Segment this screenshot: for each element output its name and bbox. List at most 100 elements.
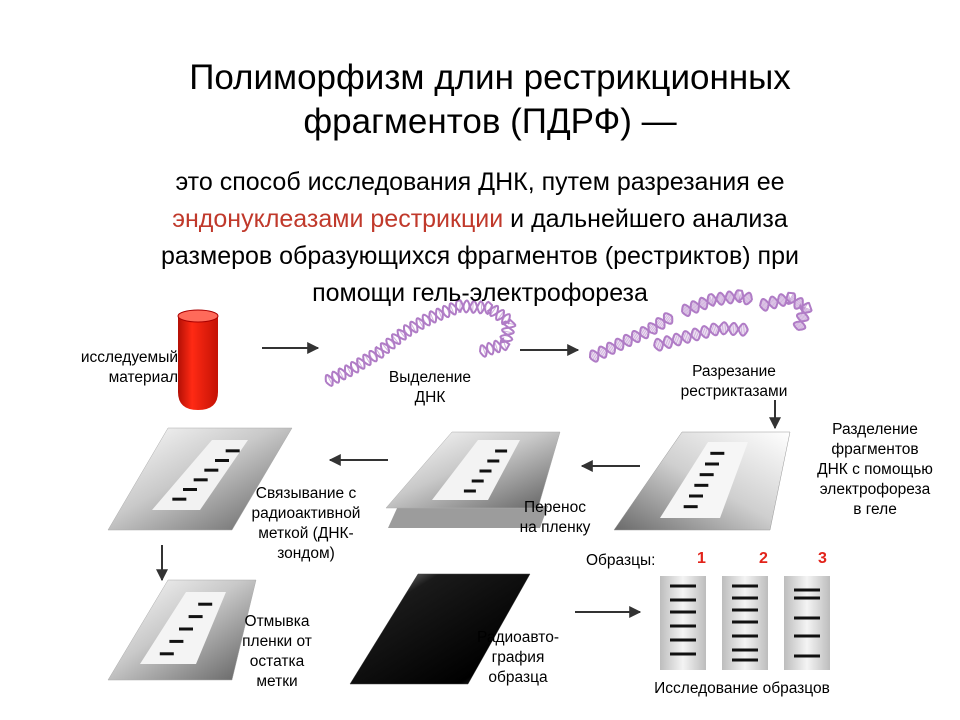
definition-line-3: размеров образующихся фрагментов (рестри… xyxy=(161,242,799,270)
label-material: исследуемый материал xyxy=(80,349,178,386)
dna-rung xyxy=(727,292,730,303)
dna-rung xyxy=(729,291,733,304)
definition-text: это способ исследования ДНК, путем разре… xyxy=(40,164,920,312)
dna-rung xyxy=(742,323,745,336)
dna-rung xyxy=(711,324,715,336)
dna-rung xyxy=(685,304,691,315)
dna-rung xyxy=(779,294,784,306)
dna-rung xyxy=(364,354,371,365)
dna-rung xyxy=(732,322,735,335)
dna-rung xyxy=(719,292,723,305)
dna-rung xyxy=(338,368,345,380)
dna-rung xyxy=(449,303,455,315)
dna-rung xyxy=(606,343,613,354)
dna-rung xyxy=(626,334,632,345)
slide-title: Полиморфизм длин рестрикционных фрагмент… xyxy=(60,56,920,144)
dna-rung xyxy=(740,324,743,335)
dna-rung xyxy=(673,334,678,346)
dna-rung xyxy=(723,322,725,335)
dna-rung xyxy=(381,342,390,353)
dna-rung xyxy=(664,337,669,348)
autoradiography-film-icon xyxy=(349,573,531,685)
sample-number-3: 3 xyxy=(818,550,827,567)
sample-lane-1 xyxy=(660,576,706,670)
dna-fragment-strand-b xyxy=(653,322,749,350)
samples-label: Образцы: xyxy=(586,552,656,569)
dna-rung xyxy=(721,322,724,334)
dna-rung xyxy=(655,319,663,329)
dna-strand-b xyxy=(324,299,515,384)
dna-rung xyxy=(599,346,606,358)
dna-rung xyxy=(618,338,624,349)
dna-rung xyxy=(683,332,687,343)
dna-rung xyxy=(601,346,607,357)
dna-rung xyxy=(667,336,672,347)
dna-rung xyxy=(772,296,777,308)
dna-rung xyxy=(664,313,672,324)
dna-rung xyxy=(761,299,766,311)
label-washing: Отмывка пленки от остатка метки xyxy=(242,613,312,690)
dna-rung xyxy=(795,322,806,327)
radioactive-probe-membrane-icon xyxy=(107,427,293,531)
dna-rung xyxy=(398,329,407,339)
dna-rung xyxy=(745,292,750,305)
dna-rung xyxy=(640,328,646,339)
dna-rung xyxy=(641,326,648,339)
dna-rung xyxy=(643,327,649,337)
dna-rung xyxy=(793,324,805,329)
dna-rung xyxy=(707,295,713,306)
dna-rung xyxy=(701,327,706,338)
dna-rung xyxy=(744,292,749,304)
title-line-2: фрагментов (ПДРФ) — xyxy=(303,102,677,141)
dna-rung xyxy=(684,331,689,343)
dna-rung xyxy=(391,334,400,345)
dna-rung xyxy=(631,332,638,343)
dna-rung xyxy=(633,330,639,343)
dna-rung xyxy=(693,328,698,341)
dna-fragments-icon xyxy=(589,289,813,363)
dna-rung xyxy=(690,302,696,313)
dna-rung xyxy=(693,301,699,313)
dna-helix-icon xyxy=(324,299,517,388)
dna-rung xyxy=(326,374,333,386)
dna-rung xyxy=(624,334,631,347)
dna-rung xyxy=(607,342,614,354)
dna-rung xyxy=(702,297,708,308)
dna-rung xyxy=(656,338,661,351)
dna-rung xyxy=(795,298,803,309)
dna-rung xyxy=(769,297,774,309)
dna-rung xyxy=(459,300,461,312)
title-line-1: Полиморфизм длин рестрикционных xyxy=(189,58,791,97)
sample-lanes xyxy=(660,576,830,670)
dna-rung xyxy=(700,297,707,310)
dna-rung xyxy=(718,293,722,305)
dna-rung xyxy=(675,333,680,346)
dna-rung xyxy=(794,297,802,309)
dna-rung xyxy=(663,314,671,324)
dna-rung xyxy=(634,330,641,341)
label-analysis: Исследование образцов xyxy=(654,680,830,697)
dna-rung xyxy=(793,322,806,328)
definition-line-4: помощи гель-электрофореза xyxy=(312,279,648,307)
dna-rung xyxy=(489,305,498,316)
dna-rung xyxy=(598,347,604,358)
dna-rung xyxy=(655,339,659,351)
dna-rung xyxy=(699,298,705,310)
dna-rung xyxy=(591,350,598,362)
label-autoradiography: Радиоавто- графия образца xyxy=(477,629,559,686)
label-cutting: Разрезание рестриктазами xyxy=(680,363,788,400)
dna-rung xyxy=(704,326,709,337)
label-binding: Связывание с радиоактивной меткой (ДНК- … xyxy=(251,485,361,562)
dna-rung xyxy=(770,296,776,309)
dna-rung xyxy=(796,314,809,320)
dna-rung xyxy=(658,317,665,328)
dna-rung xyxy=(615,340,621,350)
dna-rung xyxy=(714,323,718,335)
enzyme-highlight: эндонуклеазами рестрикции xyxy=(172,205,504,233)
label-isolation: Выделение ДНК xyxy=(388,369,472,406)
dna-rung xyxy=(686,331,690,342)
test-tube-icon xyxy=(177,309,219,410)
dna-rung xyxy=(592,350,599,361)
dna-rung xyxy=(666,312,673,323)
